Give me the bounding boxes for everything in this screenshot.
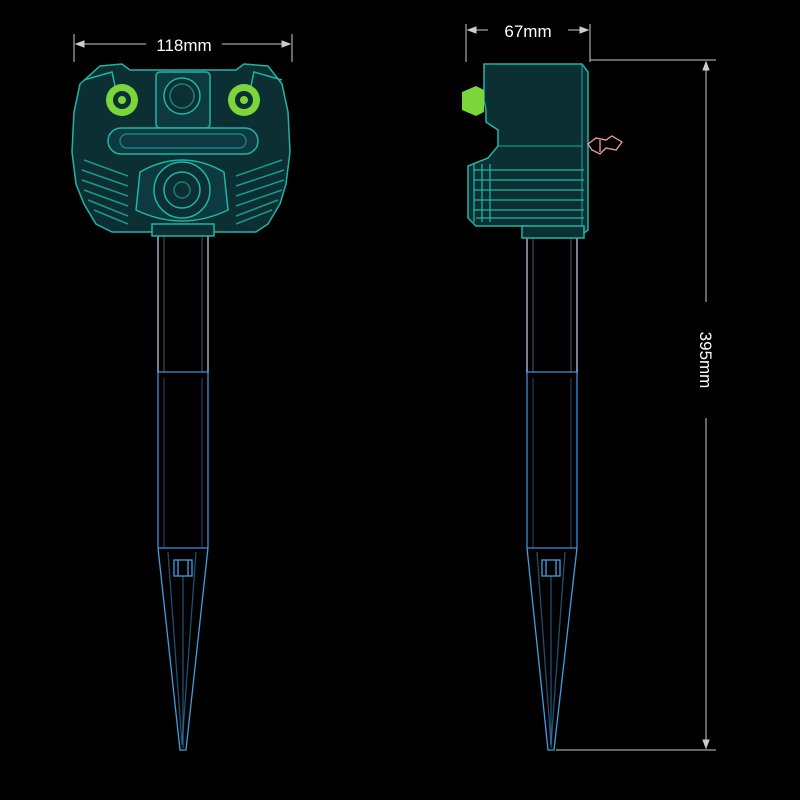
front-housing (71, 63, 291, 237)
front-stake-upper (157, 232, 209, 372)
height-dimension (556, 59, 716, 751)
side-stake-lower (526, 371, 578, 549)
front-spike (157, 547, 209, 751)
width-dimension (73, 34, 293, 62)
left-led-eye-icon (106, 84, 138, 116)
width-dimension-label: 118mm (156, 36, 211, 55)
front-view: 118mm (71, 34, 293, 751)
side-stake-upper (526, 232, 578, 372)
right-led-eye-icon (228, 84, 260, 116)
side-spike (526, 547, 578, 751)
depth-dimension (465, 24, 591, 62)
height-dimension-label: 395mm (696, 332, 715, 389)
front-stake-lower (157, 371, 209, 549)
depth-dimension-label: 67mm (504, 22, 551, 41)
side-housing (467, 63, 589, 239)
switch-tab-icon (587, 135, 623, 155)
side-view: 67mm 395mm (462, 22, 716, 751)
side-led-eye-icon (462, 86, 484, 116)
